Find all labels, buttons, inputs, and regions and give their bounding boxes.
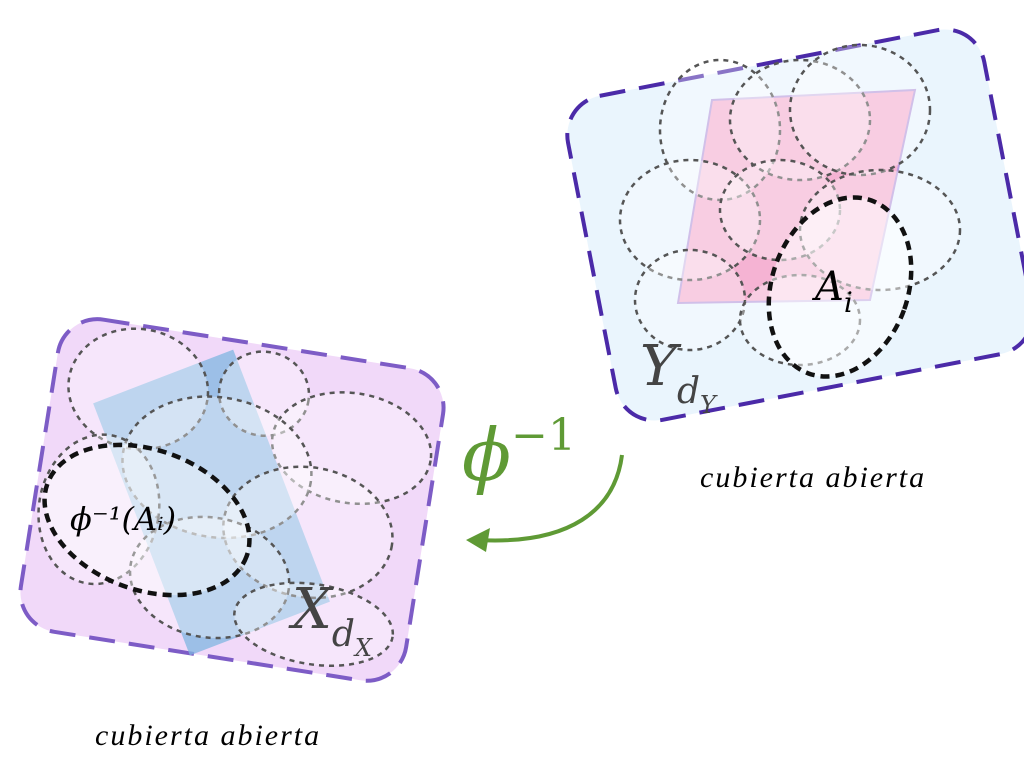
cover-set <box>67 327 210 451</box>
left-caption: cubierta abierta <box>95 719 321 752</box>
right-caption: cubierta abierta <box>700 461 926 494</box>
space-x-region <box>93 349 330 656</box>
cover-set <box>222 465 394 600</box>
cover-set <box>121 395 313 540</box>
cover-set <box>233 581 395 667</box>
set-a-i-label: Ai <box>811 264 853 319</box>
open-cover-x <box>37 327 433 667</box>
cover-set <box>788 43 932 177</box>
cover-set <box>728 58 872 182</box>
cover-set <box>37 433 161 586</box>
space-y-label: YdY <box>640 334 718 419</box>
cover-set <box>633 248 747 352</box>
map-label: ϕ−1 <box>462 410 576 497</box>
map-arrow <box>477 454 624 543</box>
preimage-set <box>42 442 252 598</box>
cover-set <box>217 350 311 438</box>
set-a-i <box>766 195 914 379</box>
space-x <box>18 317 446 683</box>
space-x-label: XdX <box>288 577 373 662</box>
arrow-head-icon <box>466 528 490 552</box>
preimage-label: ϕ⁻¹(Aᵢ) <box>70 500 176 538</box>
